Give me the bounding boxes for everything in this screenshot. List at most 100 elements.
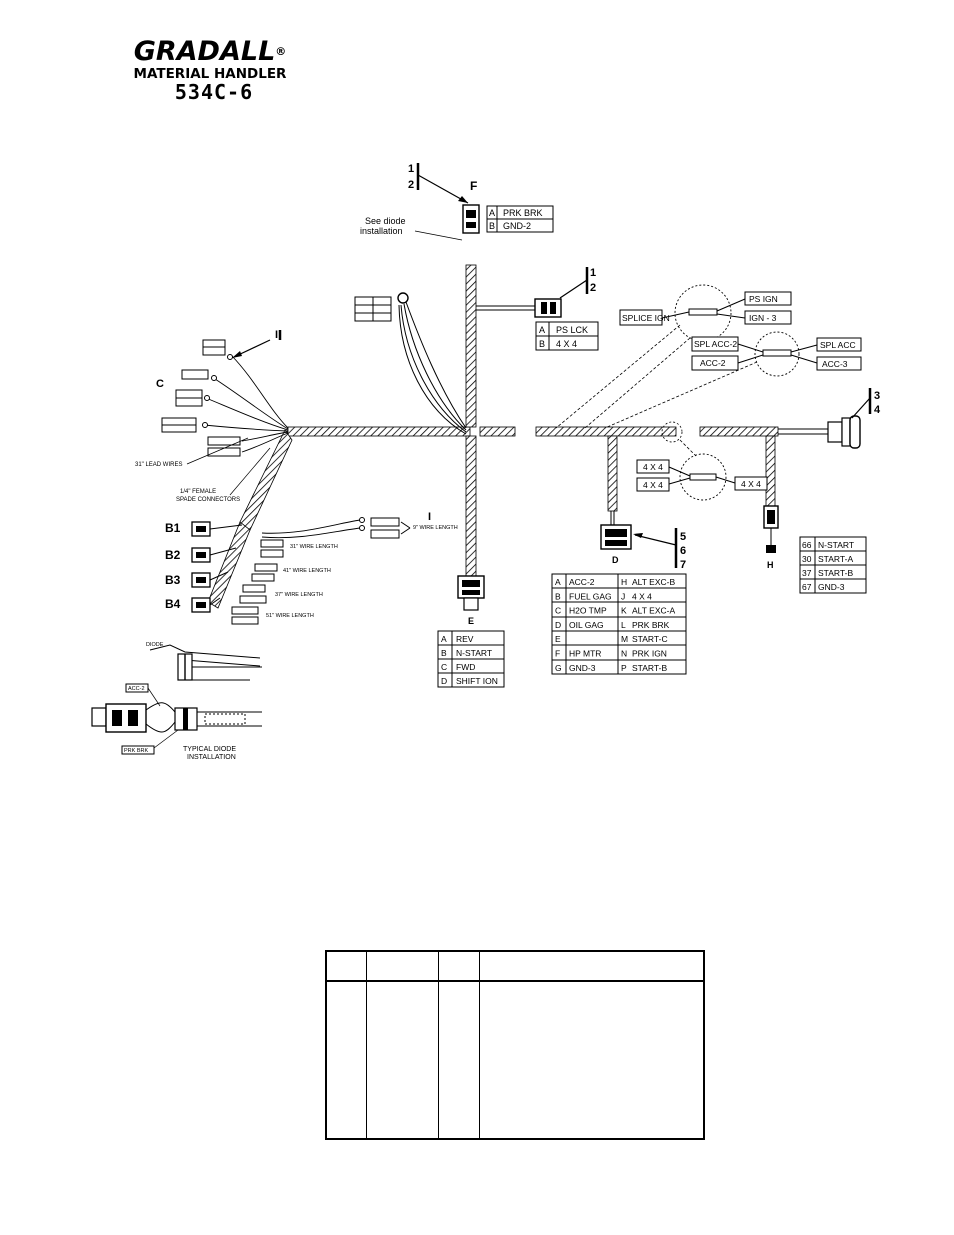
e-pin-d-wire: SHIFT ION bbox=[456, 676, 498, 686]
splice-acc: SPL ACC-2 ACC-2 SPL ACC ACC-3 bbox=[604, 331, 862, 429]
e-pin-c: C bbox=[441, 662, 447, 672]
mid-pin-a-wire: PS LCK bbox=[556, 325, 588, 335]
c-label: C bbox=[156, 378, 164, 390]
harness-trunk bbox=[207, 264, 828, 609]
d-row-2-cell-2: K bbox=[621, 606, 627, 616]
i-wire-note: 9" WIRE LENGTH bbox=[413, 525, 458, 531]
diode-note-1: See diode bbox=[365, 216, 406, 226]
mid-pin-b: B bbox=[539, 339, 545, 349]
e-label: E bbox=[468, 616, 474, 626]
b2-label: B2 bbox=[165, 548, 181, 562]
brand-logo: GRADALL® bbox=[133, 36, 287, 67]
parts-table-body bbox=[325, 981, 705, 1139]
diode-tag-brk: PRK BRK bbox=[124, 748, 148, 754]
d-row-5-cell-3: PRK IGN bbox=[632, 649, 667, 659]
e-pin-c-wire: FWD bbox=[456, 662, 475, 672]
diode-note-2: installation bbox=[360, 226, 403, 236]
mid-pin-b-wire: 4 X 4 bbox=[556, 339, 577, 349]
col-description bbox=[478, 951, 705, 982]
f-pin-a-wire: PRK BRK bbox=[503, 208, 543, 218]
d-row-1-cell-3: 4 X 4 bbox=[632, 591, 652, 601]
d-row-5-cell-1: HP MTR bbox=[569, 649, 601, 659]
h-pin-37: 37 bbox=[802, 568, 812, 578]
wire-note-3: 37" WIRE LENGTH bbox=[275, 592, 323, 598]
b3-label: B3 bbox=[165, 573, 181, 587]
col-item bbox=[325, 951, 367, 982]
h-label: H bbox=[767, 560, 774, 570]
d-row-5-cell-0: F bbox=[555, 649, 560, 659]
splice-acc-out-2: ACC-3 bbox=[822, 359, 848, 369]
typical-diode-1: TYPICAL DIODE bbox=[183, 746, 236, 753]
d-row-0-cell-0: A bbox=[555, 577, 561, 587]
e-pin-b-wire: N-START bbox=[456, 648, 492, 658]
e-connector: E A REV B N-START C FWD D SHIFT ION bbox=[437, 575, 505, 688]
splice-acc-out-1: SPL ACC bbox=[820, 340, 856, 350]
splice-acc-label: SPL ACC-2 bbox=[694, 339, 737, 349]
mid-ref-1: 1 bbox=[590, 267, 596, 279]
d-row-3-cell-1: OIL GAG bbox=[569, 620, 604, 630]
d-row-4-cell-0: E bbox=[555, 634, 561, 644]
parts-table-header bbox=[325, 951, 705, 982]
h-pin-37-wire: START-B bbox=[818, 568, 853, 578]
e-pin-a-wire: REV bbox=[456, 634, 474, 644]
h-pin-30-wire: START-A bbox=[818, 554, 853, 564]
right-ref-4: 4 bbox=[874, 404, 881, 416]
mid-connector: 1 2 A PS LCK B 4 X 4 bbox=[534, 267, 599, 351]
splice-ign-label: SPLICE IGN bbox=[622, 313, 670, 323]
d-row-1-cell-1: FUEL GAG bbox=[569, 591, 612, 601]
typical-diode-2: INSTALLATION bbox=[187, 754, 236, 761]
d-row-1-cell-2: J bbox=[621, 591, 625, 601]
i-label-top: I bbox=[275, 329, 278, 341]
b1-label: B1 bbox=[165, 521, 181, 535]
d-row-6-cell-3: START-B bbox=[632, 663, 667, 673]
diode-tag: DIODE bbox=[146, 642, 164, 648]
d-label: D bbox=[612, 555, 619, 565]
d-row-0-cell-2: H bbox=[621, 577, 627, 587]
parts-list-table bbox=[325, 950, 705, 1140]
lead-wires-note: 31" LEAD WIRES bbox=[135, 462, 182, 468]
d-row-2-cell-1: H2O TMP bbox=[569, 606, 607, 616]
typical-diode-installation: DIODE ACC-2 PRK BRK TYPICAL DIODE INSTAL… bbox=[91, 642, 262, 761]
h-pin-30: 30 bbox=[802, 554, 812, 564]
f-connector: 1 2 F See diode installation A PRK BRK B… bbox=[360, 163, 554, 241]
ring-terminal-group bbox=[354, 292, 467, 435]
b-connectors: B1 B2 B3 B4 31" WIRE LENGTH 41" WIRE LEN… bbox=[165, 521, 338, 625]
d-row-2-cell-0: C bbox=[555, 606, 561, 616]
d-row-2-cell-3: ALT EXC-A bbox=[632, 606, 675, 616]
d-row-0-cell-1: ACC-2 bbox=[569, 577, 595, 587]
h-pin-66-wire: N-START bbox=[818, 540, 854, 550]
model-number: 534C-6 bbox=[174, 80, 254, 104]
ref-1: 1 bbox=[408, 163, 414, 175]
f-pin-a: A bbox=[489, 208, 495, 218]
bottom-ref-7: 7 bbox=[680, 559, 686, 571]
e-pin-a: A bbox=[441, 634, 447, 644]
d-row-6-cell-1: GND-3 bbox=[569, 663, 596, 673]
d-row-4-cell-2: M bbox=[621, 634, 628, 644]
col-qty bbox=[437, 951, 480, 982]
d-row-3-cell-2: L bbox=[621, 620, 626, 630]
bottom-ref-5: 5 bbox=[680, 531, 686, 543]
wire-note-2: 41" WIRE LENGTH bbox=[283, 568, 331, 574]
col-part-no bbox=[365, 951, 439, 982]
d-row-5-cell-2: N bbox=[621, 649, 627, 659]
d-row-6-cell-2: P bbox=[621, 663, 627, 673]
d-row-3-cell-3: PRK BRK bbox=[632, 620, 670, 630]
brand-subtitle: MATERIAL HANDLER bbox=[133, 66, 287, 82]
b4-label: B4 bbox=[165, 597, 181, 611]
right-ref-3: 3 bbox=[874, 390, 880, 402]
h-pin-66: 66 bbox=[802, 540, 812, 550]
mid-pin-a: A bbox=[539, 325, 545, 335]
wire-note-1: 31" WIRE LENGTH bbox=[290, 544, 338, 550]
i-label: I bbox=[428, 511, 431, 523]
splice-ign-out-2: IGN - 3 bbox=[749, 313, 777, 323]
f-pin-b: B bbox=[489, 221, 495, 231]
d-row-4-cell-3: START-C bbox=[632, 634, 668, 644]
splice-4x4-in-1: 4 X 4 bbox=[643, 462, 663, 472]
f-label: F bbox=[470, 179, 477, 193]
d-row-1-cell-0: B bbox=[555, 591, 561, 601]
splice-ign-out-1: PS IGN bbox=[749, 294, 778, 304]
e-pin-d: D bbox=[441, 676, 447, 686]
diode-tag-acc: ACC-2 bbox=[128, 686, 145, 692]
